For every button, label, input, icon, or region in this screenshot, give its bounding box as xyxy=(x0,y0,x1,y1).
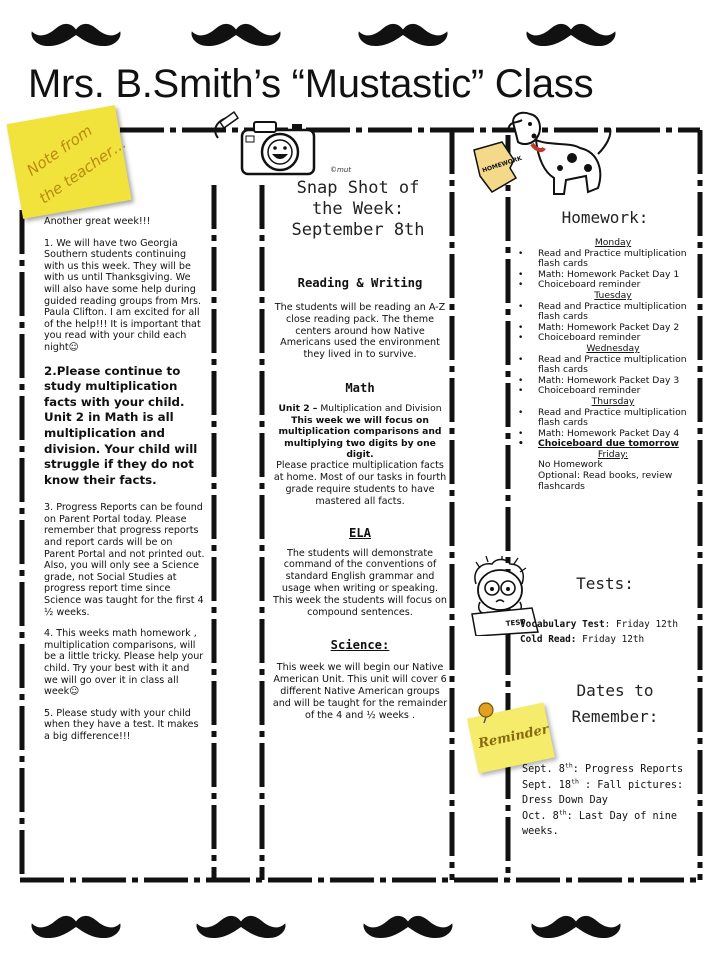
homework-list: Monday Read and Practice multiplication … xyxy=(518,237,696,492)
test-cold-read-date: Friday 12th xyxy=(576,634,645,645)
homework-item: Math: Homework Packet Day 1 xyxy=(518,269,696,281)
test-vocabulary-label: Vocabulary Test xyxy=(520,619,605,630)
date-item: Sept. 8th: Progress Reports xyxy=(522,762,698,778)
date-item: Oct. 8th: Last Day of nine weeks. xyxy=(522,809,698,840)
snapshot-heading-line1: Snap Shot of xyxy=(296,178,420,198)
date-item-day: Oct. 8 xyxy=(522,810,559,822)
math-focus: This week we will focus on multiplicatio… xyxy=(278,414,442,460)
date-item-suffix: th xyxy=(558,808,567,817)
snapshot-heading-line3: September 8th xyxy=(291,220,425,240)
homework-day-tuesday: Tuesday xyxy=(594,289,632,301)
math-unit-label: Unit 2 – xyxy=(278,402,318,414)
homework-item-due: Choiceboard due tomorrow xyxy=(518,439,696,450)
test-cold-read: Cold Read: Friday 12th xyxy=(520,632,700,647)
test-vocabulary: Vocabulary Test: Friday 12th xyxy=(520,617,700,632)
homework-day-friday: Friday: xyxy=(597,448,629,460)
ela-text: The students will demonstrate command of… xyxy=(273,547,447,618)
camera-icon xyxy=(214,110,316,176)
homework-friday-details: No Homework Optional: Read books, review… xyxy=(518,460,696,492)
homework-item: Choiceboard reminder xyxy=(518,386,696,397)
teacher-note-p3: 3. Progress Reports can be found on Pare… xyxy=(44,502,205,618)
homework-item: Read and Practice multiplication flash c… xyxy=(518,354,696,376)
homework-day-monday: Monday xyxy=(594,237,632,248)
homework-item: Read and Practice multiplication flash c… xyxy=(518,301,696,323)
homework-friday-line2: Optional: Read books, review flashcards xyxy=(538,470,673,492)
date-item-event: : Last Day of nine weeks. xyxy=(522,810,678,838)
math-text: Please practice multiplication facts at … xyxy=(273,460,447,507)
pushpin-icon xyxy=(478,702,494,724)
test-paper-label: TEST xyxy=(505,618,525,628)
math-unit-topic: Multiplication and Division xyxy=(317,402,442,414)
note-from-teacher-tag: Note from the teacher… xyxy=(6,105,132,219)
reading-writing-text: The students will be reading an A-Z clos… xyxy=(274,302,446,361)
science-heading: Science: xyxy=(330,638,390,653)
date-item-day: Sept. 18 xyxy=(522,779,572,791)
homework-friday-line1: No Homework xyxy=(538,459,603,471)
dates-heading-line1: Dates to xyxy=(576,681,654,700)
homework-item: Read and Practice multiplication flash c… xyxy=(518,248,696,270)
studying-student-icon: TEST xyxy=(471,556,539,636)
snapshot-sections: Reading & Writing The students will be r… xyxy=(272,276,448,721)
date-item-suffix: th xyxy=(564,761,573,770)
tests-list: Vocabulary Test: Friday 12th Cold Read: … xyxy=(520,617,700,647)
homework-item: Choiceboard reminder xyxy=(518,333,696,344)
tests-heading: Tests: xyxy=(576,574,634,593)
dates-list: Sept. 8th: Progress Reports Sept. 18th :… xyxy=(522,762,698,840)
camera-signature: ©mut xyxy=(330,166,351,174)
reminder-note-label: Reminder xyxy=(477,722,551,752)
date-item-event: : Progress Reports xyxy=(572,764,684,775)
date-item-suffix: th xyxy=(571,777,579,786)
reading-writing-heading: Reading & Writing xyxy=(297,276,423,290)
math-unit: Unit 2 – Multiplication and Division xyxy=(272,403,448,415)
homework-item: Read and Practice multiplication flash c… xyxy=(518,407,696,429)
test-cold-read-label: Cold Read: xyxy=(520,634,577,645)
homework-heading: Homework: xyxy=(561,208,649,227)
science-text: This week we will begin our Native Ameri… xyxy=(272,662,448,721)
teacher-note-p1: 1. We will have two Georgia Southern stu… xyxy=(44,237,202,353)
date-item-day: Sept. 8 xyxy=(522,764,565,775)
math-heading: Math xyxy=(345,380,375,395)
snapshot-heading: Snap Shot of the Week: September 8th xyxy=(278,178,438,241)
ela-heading: ELA xyxy=(348,525,371,540)
snapshot-heading-line2: the Week: xyxy=(311,199,405,219)
test-vocabulary-date: : Friday 12th xyxy=(604,619,679,630)
homework-item: Math: Homework Packet Day 2 xyxy=(518,322,696,334)
teacher-note-p2: 2.Please continue to study multiplicatio… xyxy=(44,363,198,487)
page-title: Mrs. B.Smith’s “Mustastic” Class xyxy=(28,62,594,106)
homework-day-wednesday: Wednesday xyxy=(586,342,640,354)
homework-item: Choiceboard reminder xyxy=(518,280,696,291)
teacher-note-p4: 4. This weeks math homework , multiplica… xyxy=(44,628,204,698)
dog-eating-homework-icon: HOMEWORK xyxy=(473,111,612,195)
date-item: Sept. 18th : Fall pictures: Dress Down D… xyxy=(522,778,698,809)
teacher-note-p5: 5. Please study with your child when the… xyxy=(44,707,199,742)
teacher-note-p0: Another great week!!! xyxy=(44,216,151,227)
homework-day-thursday: Thursday xyxy=(591,395,635,407)
homework-item: Math: Homework Packet Day 4 xyxy=(518,428,696,440)
homework-item: Math: Homework Packet Day 3 xyxy=(518,375,696,387)
date-item-event: : Fall pictures: Dress Down Day xyxy=(522,779,684,807)
dates-heading: Dates to Remember: xyxy=(540,678,690,730)
teacher-note: Another great week!!! 1. We will have tw… xyxy=(44,216,206,753)
dates-heading-line2: Remember: xyxy=(571,707,659,726)
